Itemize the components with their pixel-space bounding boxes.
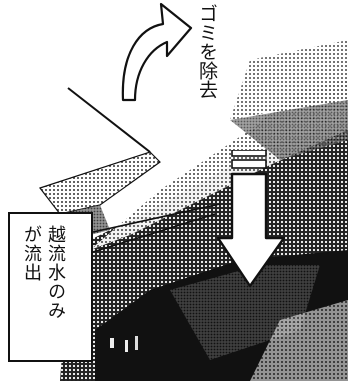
curved-arrow-icon bbox=[121, 2, 193, 102]
label-line-2: が流出 bbox=[21, 225, 42, 282]
down-arrow-icon bbox=[216, 150, 286, 288]
label-line-1: 越流水のみ bbox=[45, 225, 66, 320]
caption-remove-debris: ゴミを除去 bbox=[196, 4, 218, 99]
label-box bbox=[8, 212, 93, 362]
